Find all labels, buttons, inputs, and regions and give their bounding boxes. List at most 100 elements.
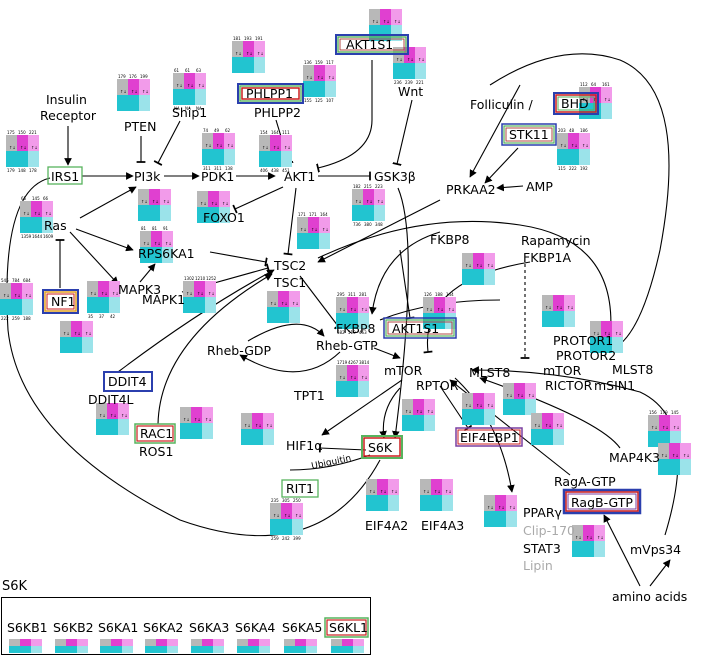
edge-stk11-prkaa2 (484, 147, 519, 184)
legend-item-s6ka5[interactable]: S6KA5 (282, 620, 322, 635)
node-akt1s1-top[interactable]: AKT1S1 (346, 37, 393, 52)
node-nf1[interactable]: NF1 (51, 294, 76, 309)
svg-text:↑↓: ↑↓ (227, 143, 234, 148)
svg-text:112: 112 (580, 82, 588, 87)
node-tpt1[interactable]: TPT1 (293, 388, 325, 403)
svg-text:↑↓: ↑↓ (416, 409, 423, 414)
node-pdk1[interactable]: PDK1 (201, 169, 234, 184)
legend-item-s6ka2[interactable]: S6KA2 (143, 620, 183, 635)
node-wnt[interactable]: Wnt (398, 84, 423, 99)
node-insulin[interactable]: Insulin (46, 92, 87, 107)
svg-text:145: 145 (32, 196, 40, 201)
edge-rhebgtp-mtor (373, 347, 401, 360)
node-rac1[interactable]: RAC1 (140, 426, 173, 441)
edge-gsk3b-s6k (392, 187, 409, 439)
node-fkbp1a[interactable]: FKBP1A (523, 250, 571, 265)
node-foxo1[interactable]: FOXO1 (203, 210, 245, 225)
node-irs1[interactable]: IRS1 (51, 169, 79, 184)
svg-text:↑↓: ↑↓ (350, 307, 357, 312)
glyph-foxo1: ↑↓↑↓↑↓ (197, 191, 230, 223)
node-rptor[interactable]: RPTOR (416, 378, 459, 393)
node-mlst8-r[interactable]: MLST8 (612, 362, 653, 377)
node-protor1[interactable]: PROTOR1 (553, 333, 613, 348)
svg-text:↑↓: ↑↓ (391, 489, 398, 494)
node-rit1[interactable]: RIT1 (286, 481, 314, 496)
node-eif4ebp1[interactable]: EIF4EBP1 (460, 430, 519, 445)
svg-text:↑↓: ↑↓ (205, 417, 212, 422)
edge-amp-prkaa2 (496, 183, 524, 192)
svg-text:↑↓: ↑↓ (651, 425, 658, 430)
node-rheb-gtp[interactable]: Rheb-GTP (316, 338, 378, 353)
node-tsc1[interactable]: TSC1 (273, 275, 306, 290)
node-pten[interactable]: PTEN (124, 119, 156, 134)
node-rps6ka1[interactable]: RPS6KA1 (138, 246, 195, 261)
legend-item-s6kl1[interactable]: S6KL1 (329, 620, 368, 635)
node-akt1[interactable]: AKT1 (284, 169, 315, 184)
node-mapk3[interactable]: MAPK3 (118, 282, 161, 297)
node-mlst8-m[interactable]: MLST8 (469, 365, 510, 380)
node-receptor[interactable]: Receptor (40, 108, 97, 123)
svg-text:↑↓: ↑↓ (434, 489, 441, 494)
node-pi3k[interactable]: PI3k (134, 169, 161, 184)
svg-text:↑↓: ↑↓ (74, 331, 81, 336)
glyph-ros1: ↑↓↑↓↑↓ (180, 407, 213, 439)
legend-item-s6ka1[interactable]: S6KA1 (98, 620, 138, 635)
svg-text:↑↓: ↑↓ (465, 403, 472, 408)
node-mapk1[interactable]: MAPK1 (142, 292, 185, 307)
node-map4k3[interactable]: MAP4K3 (609, 450, 660, 465)
node-rapamycin[interactable]: Rapamycin (521, 233, 591, 248)
node-ragagtp[interactable]: RagA-GTP (554, 474, 616, 489)
node-phlpp2[interactable]: PHLPP2 (254, 105, 301, 120)
node-fkbp8-b[interactable]: FKBP8 (336, 321, 376, 336)
node-ship1[interactable]: Ship1 (172, 105, 207, 120)
node-ros1[interactable]: ROS1 (139, 444, 173, 459)
svg-text:↑↓: ↑↓ (154, 241, 161, 246)
node-eif4a2[interactable]: EIF4A2 (365, 518, 408, 533)
node-akt1s1-mid[interactable]: AKT1S1 (392, 321, 439, 336)
node-rheb-gdp[interactable]: Rheb-GDP (207, 343, 272, 358)
node-prkaa2[interactable]: PRKAA2 (446, 182, 496, 197)
legend-item-s6kb2[interactable]: S6KB2 (53, 620, 94, 635)
node-msin1[interactable]: mSIN1 (594, 378, 635, 393)
node-clip170[interactable]: Clip-170 (523, 523, 575, 538)
legend-glyph-5 (237, 639, 270, 653)
svg-text:182: 182 (353, 184, 361, 189)
node-eif4a3[interactable]: EIF4A3 (421, 518, 464, 533)
svg-text:↑↓: ↑↓ (534, 423, 541, 428)
node-amp[interactable]: AMP (526, 179, 553, 194)
node-ragbgtp[interactable]: RagB-GTP (571, 495, 633, 510)
node-gsk3b[interactable]: GSK3β (374, 169, 416, 184)
node-tsc2[interactable]: TSC2 (273, 258, 306, 273)
legend-item-s6kb1[interactable]: S6KB1 (7, 620, 48, 635)
svg-text:66: 66 (43, 196, 49, 201)
node-amino-acids[interactable]: amino acids (612, 589, 687, 604)
legend-item-s6ka4[interactable]: S6KA4 (235, 620, 275, 635)
svg-text:111: 111 (282, 130, 290, 135)
node-folliculin[interactable]: Folliculin / (470, 97, 533, 112)
box-s6k (361, 435, 403, 459)
node-s6k[interactable]: S6K (368, 440, 393, 455)
svg-text:438: 438 (271, 168, 279, 173)
svg-text:↑↓: ↑↓ (281, 301, 288, 306)
svg-text:215: 215 (364, 184, 372, 189)
node-ras[interactable]: Ras (44, 218, 67, 233)
node-ddit4[interactable]: DDIT4 (108, 374, 147, 389)
node-hif1a[interactable]: HIF1α (286, 438, 322, 453)
node-pparg[interactable]: PPARγ (523, 505, 563, 520)
node-ddit4l[interactable]: DDIT4L (88, 392, 134, 407)
node-mtor-c1[interactable]: mTOR (384, 363, 423, 378)
node-rictor[interactable]: RICTOR (545, 378, 593, 393)
node-lipin[interactable]: Lipin (523, 558, 553, 573)
node-mvps34[interactable]: mVps34 (630, 542, 681, 557)
node-phlpp1[interactable]: PHLPP1 (246, 86, 293, 101)
node-fkbp8-a[interactable]: FKBP8 (430, 232, 470, 247)
node-stk11[interactable]: STK11 (509, 127, 549, 142)
node-protor2[interactable]: PROTOR2 (556, 348, 616, 363)
node-stat3[interactable]: STAT3 (523, 541, 561, 556)
legend-item-s6ka3[interactable]: S6KA3 (189, 620, 229, 635)
node-mtor-c2[interactable]: mTOR (543, 363, 582, 378)
svg-text:↑↓: ↑↓ (23, 211, 30, 216)
node-bhd[interactable]: BHD (561, 96, 589, 111)
svg-text:↑↓: ↑↓ (142, 89, 149, 94)
